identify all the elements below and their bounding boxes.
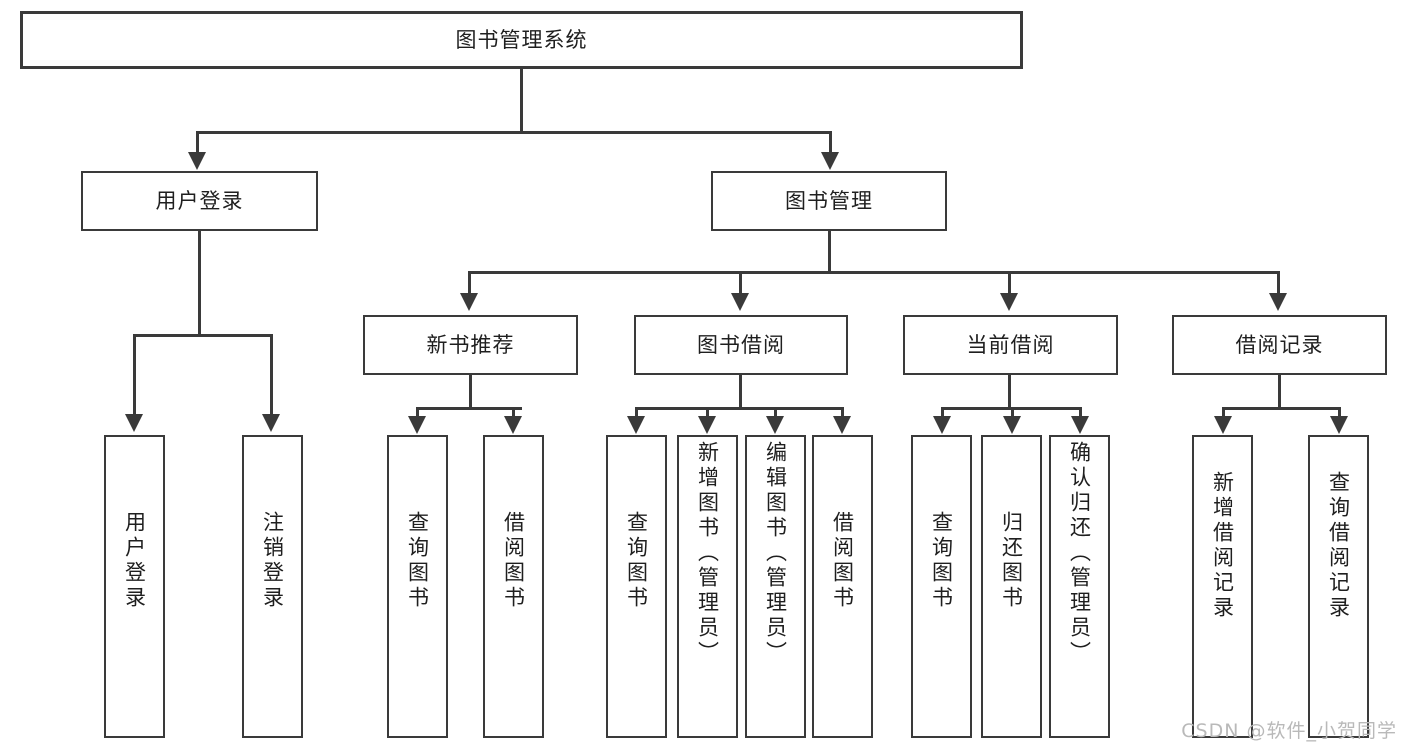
arrowhead-leaf-logout [262,414,280,432]
leaf-user-login[interactable]: 用户登录 [104,435,165,738]
arrowhead-book-mgmt [821,152,839,170]
connector-newbook-drop-1 [416,407,419,419]
connector-root-bus [196,131,832,134]
arrowhead-newbook-leaf-1 [408,416,426,434]
node-label: 查询图书 [624,511,649,611]
leaf-logout[interactable]: 注销登录 [242,435,303,738]
leaf-query-borrow-record[interactable]: 查询借阅记录 [1308,435,1369,738]
node-label: 归还图书 [999,511,1024,611]
connector-newbook-bus [416,407,522,410]
node-new-book-recommend[interactable]: 新书推荐 [363,315,578,375]
connector-user-login-bus [133,334,272,337]
connector-newbook-stem [469,375,472,409]
leaf-add-borrow-record[interactable]: 新增借阅记录 [1192,435,1253,738]
arrowhead-newbook-leaf-2 [504,416,522,434]
connector-bookborrow-drop-2 [706,407,709,419]
connector-currentborrow-stem [1008,375,1011,409]
arrowhead-borrow-record [1269,293,1287,311]
leaf-query-book-borrow[interactable]: 查询图书 [606,435,667,738]
node-label: 图书管理系统 [455,27,588,52]
connector-user-login-drop-1 [133,334,136,416]
leaf-borrow-book-recommend[interactable]: 借阅图书 [483,435,544,738]
leaf-confirm-return-admin[interactable]: 确认归还（管理员） [1049,435,1110,738]
connector-borrowrecord-drop-1 [1222,407,1225,419]
node-label: 新书推荐 [426,332,515,357]
connector-bookmgmt-drop-1 [468,271,471,295]
node-label: 查询图书 [405,511,430,611]
connector-root-stem [520,69,523,133]
node-label: 新增借阅记录 [1210,471,1235,621]
node-label: 当前借阅 [966,332,1055,357]
connector-bookborrow-stem [739,375,742,409]
connector-bookmgmt-drop-4 [1277,271,1280,295]
leaf-return-book[interactable]: 归还图书 [981,435,1042,738]
connector-borrowrecord-bus [1222,407,1339,410]
connector-bookborrow-drop-1 [635,407,638,419]
arrowhead-bookborrow-leaf-2 [698,416,716,434]
arrowhead-bookborrow-leaf-1 [627,416,645,434]
node-book-borrow[interactable]: 图书借阅 [634,315,848,375]
arrowhead-currentborrow-leaf-3 [1071,416,1089,434]
arrowhead-bookborrow-leaf-3 [766,416,784,434]
node-label: 借阅图书 [501,511,526,611]
node-label: 查询借阅记录 [1326,471,1351,621]
arrowhead-leaf-user-login [125,414,143,432]
node-label: 图书借阅 [697,332,785,357]
node-label: 用户登录 [122,511,147,611]
connector-currentborrow-drop-1 [941,407,944,419]
node-label: 注销登录 [260,511,285,611]
connector-newbook-drop-2 [512,407,515,419]
connector-currentborrow-drop-3 [1079,407,1082,419]
csdn-watermark: CSDN @软件_小贺同学 [1181,720,1397,742]
arrowhead-current-borrow [1000,293,1018,311]
connector-borrowrecord-stem [1278,375,1281,409]
node-label: 借阅记录 [1235,332,1324,357]
node-label: 编辑图书（管理员） [763,441,788,666]
connector-borrowrecord-drop-2 [1338,407,1341,419]
arrowhead-new-book-recommend [460,293,478,311]
connector-root-to-user-login [196,131,199,155]
connector-user-login-drop-2 [270,334,273,416]
leaf-borrow-book[interactable]: 借阅图书 [812,435,873,738]
connector-currentborrow-drop-2 [1011,407,1014,419]
node-borrow-record[interactable]: 借阅记录 [1172,315,1387,375]
connector-root-to-book-mgmt [829,131,832,155]
node-label: 查询图书 [929,511,954,611]
node-root-system[interactable]: 图书管理系统 [20,11,1023,69]
node-label: 确认归还（管理员） [1067,441,1092,666]
connector-bookborrow-drop-4 [841,407,844,419]
arrowhead-book-borrow [731,293,749,311]
connector-bookmgmt-drop-2 [739,271,742,295]
node-label: 借阅图书 [830,511,855,611]
node-current-borrow[interactable]: 当前借阅 [903,315,1118,375]
node-book-management[interactable]: 图书管理 [711,171,947,231]
node-user-login[interactable]: 用户登录 [81,171,318,231]
node-label: 图书管理 [785,188,873,213]
leaf-query-book-current[interactable]: 查询图书 [911,435,972,738]
connector-user-login-stem [198,231,201,336]
node-label: 新增图书（管理员） [695,441,720,666]
arrowhead-currentborrow-leaf-1 [933,416,951,434]
connector-bookborrow-bus [635,407,843,410]
node-label: 用户登录 [155,188,244,213]
arrowhead-currentborrow-leaf-2 [1003,416,1021,434]
leaf-add-book-admin[interactable]: 新增图书（管理员） [677,435,738,738]
connector-book-mgmt-bus [468,271,1278,274]
leaf-query-book-recommend[interactable]: 查询图书 [387,435,448,738]
leaf-edit-book-admin[interactable]: 编辑图书（管理员） [745,435,806,738]
connector-book-mgmt-stem [828,231,831,273]
connector-bookmgmt-drop-3 [1008,271,1011,295]
arrowhead-borrowrecord-leaf-1 [1214,416,1232,434]
connector-bookborrow-drop-3 [774,407,777,419]
arrowhead-bookborrow-leaf-4 [833,416,851,434]
arrowhead-user-login [188,152,206,170]
arrowhead-borrowrecord-leaf-2 [1330,416,1348,434]
